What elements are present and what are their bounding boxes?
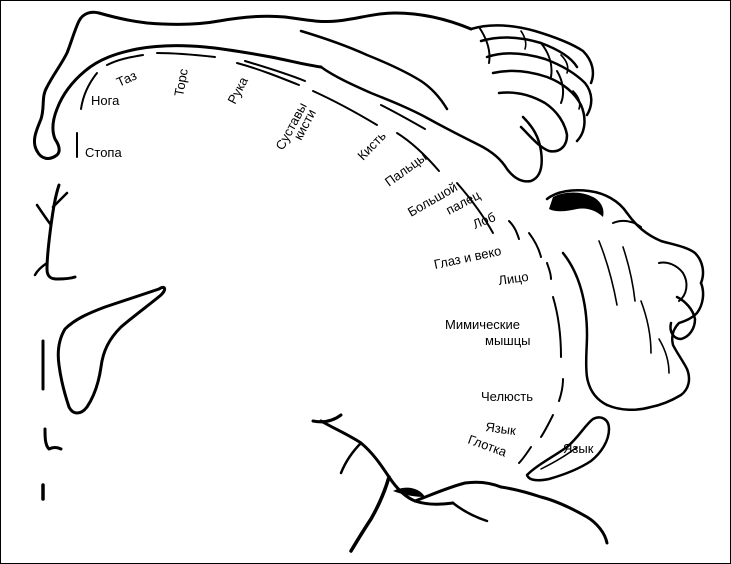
- label-glaz: Глаз и веко: [433, 243, 503, 272]
- label-chelyust: Челюсть: [481, 389, 533, 404]
- label-noga: Нога: [91, 93, 120, 108]
- label-taz: Таз: [114, 68, 139, 90]
- label-yazyk-organ: Язык: [563, 441, 594, 456]
- label-mimich-1: Мимические: [445, 317, 520, 332]
- left-figures: [33, 183, 167, 501]
- label-kist: Кисть: [354, 128, 389, 163]
- label-ruka: Рука: [224, 74, 251, 107]
- pharynx-figure: [311, 413, 609, 553]
- label-mimich-2: мышцы: [485, 333, 531, 348]
- labels: Таз Нога Стопа Торс Рука Суставы кисти К…: [85, 67, 594, 460]
- label-lob: Лоб: [471, 209, 498, 232]
- label-tors: Торс: [171, 67, 191, 98]
- label-yazyk: Язык: [485, 419, 517, 438]
- label-stopa: Стопа: [85, 145, 122, 160]
- tongue-figure: [525, 416, 611, 482]
- segment-marks: [76, 52, 564, 464]
- label-litso: Лицо: [497, 269, 529, 288]
- body-figure: [33, 10, 543, 183]
- label-paltsy: Пальцы: [382, 149, 429, 189]
- head-figure: [545, 189, 705, 411]
- hand-figure: [469, 24, 595, 153]
